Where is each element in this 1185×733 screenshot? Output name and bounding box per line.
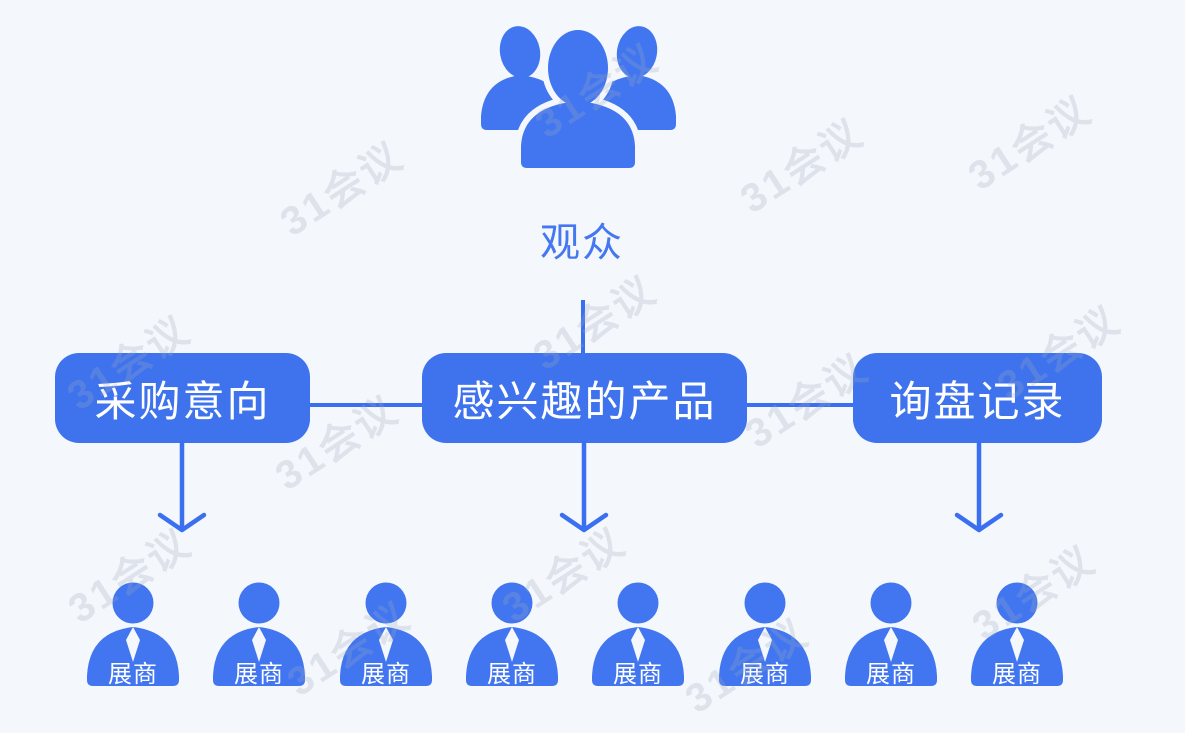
exhibitor-label: 展商 (992, 661, 1042, 688)
exhibitor-node: 展商 (590, 582, 686, 688)
exhibitor-node: 展商 (969, 582, 1065, 688)
connector-box1-box2 (310, 403, 422, 407)
exhibitor-node: 展商 (85, 582, 181, 688)
branch-node-purchase-intent: 采购意向 (55, 353, 310, 443)
exhibitor-node: 展商 (843, 582, 939, 688)
exhibitor-node: 展商 (211, 582, 307, 688)
branch-label: 采购意向 (94, 377, 271, 425)
down-arrow (157, 441, 207, 533)
down-arrow (954, 441, 1004, 533)
exhibitor-label: 展商 (740, 661, 790, 688)
branch-label: 询盘记录 (889, 377, 1066, 425)
audience-group-icon (481, 24, 676, 170)
root-node-label: 观众 (540, 221, 624, 265)
exhibitor-node: 展商 (717, 582, 813, 688)
exhibitor-node: 展商 (338, 582, 434, 688)
exhibitor-label: 展商 (487, 661, 537, 688)
branch-node-inquiry-records: 询盘记录 (853, 353, 1102, 443)
exhibitor-label: 展商 (866, 661, 916, 688)
exhibitor-label: 展商 (234, 661, 284, 688)
exhibitor-label: 展商 (108, 661, 158, 688)
exhibitor-label: 展商 (361, 661, 411, 688)
connector-box2-box3 (747, 403, 853, 407)
exhibitor-label: 展商 (613, 661, 663, 688)
branch-label: 感兴趣的产品 (452, 377, 717, 425)
exhibitor-node: 展商 (464, 582, 560, 688)
branch-node-interested-products: 感兴趣的产品 (422, 353, 747, 443)
down-arrow (559, 441, 609, 533)
connector-root-to-middle (581, 300, 585, 353)
